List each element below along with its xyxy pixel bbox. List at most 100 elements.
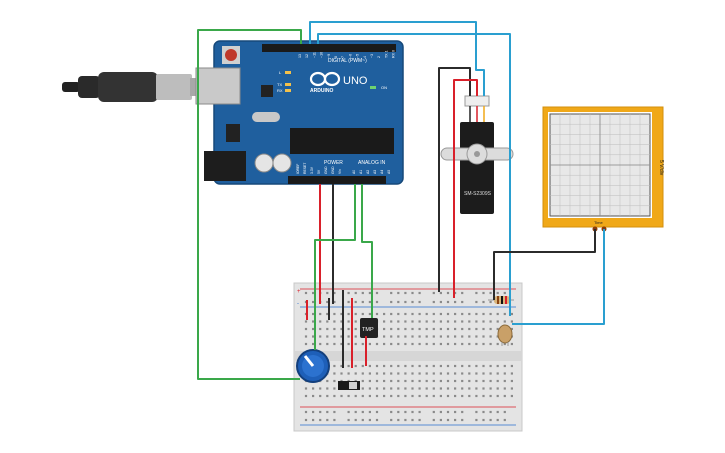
breadboard-hole[interactable] [454,300,457,304]
breadboard-hole[interactable] [503,320,506,323]
breadboard-hole[interactable] [354,291,357,295]
breadboard-hole[interactable] [503,291,506,295]
breadboard-hole[interactable] [432,335,435,338]
breadboard-hole[interactable] [475,291,478,295]
breadboard-hole[interactable] [383,335,386,338]
breadboard-hole[interactable] [411,342,414,346]
breadboard-hole[interactable] [418,342,421,346]
breadboard-hole[interactable] [368,300,371,304]
breadboard-hole[interactable] [496,320,499,323]
breadboard-hole[interactable] [432,320,435,323]
breadboard-hole[interactable] [333,379,336,383]
breadboard-hole[interactable] [333,387,336,390]
breadboard-hole[interactable] [503,418,506,422]
breadboard-hole[interactable] [361,372,364,375]
breadboard-hole[interactable] [510,379,513,383]
breadboard-hole[interactable] [368,342,371,346]
breadboard-hole[interactable] [326,327,329,331]
breadboard-hole[interactable] [475,379,478,383]
breadboard-hole[interactable] [489,300,492,304]
breadboard-hole[interactable] [454,342,457,346]
breadboard-hole[interactable] [390,387,393,390]
breadboard-hole[interactable] [411,364,414,368]
breadboard-hole[interactable] [439,300,442,304]
breadboard-hole[interactable] [347,418,350,422]
breadboard-hole[interactable] [425,312,428,316]
breadboard-hole[interactable] [375,364,379,368]
breadboard-hole[interactable] [347,342,350,346]
breadboard-hole[interactable] [319,312,322,316]
breadboard-hole[interactable] [454,335,457,338]
breadboard-hole[interactable] [482,394,485,398]
breadboard-hole[interactable] [312,335,315,338]
breadboard-hole[interactable] [390,379,393,383]
breadboard-hole[interactable] [354,312,357,316]
breadboard-hole[interactable] [397,372,400,375]
breadboard-hole[interactable] [326,410,329,414]
breadboard-hole[interactable] [475,312,478,316]
breadboard-hole[interactable] [383,327,386,331]
breadboard-hole[interactable] [461,342,464,346]
breadboard-hole[interactable] [503,312,506,316]
resistor[interactable] [488,296,514,304]
breadboard-hole[interactable] [411,335,414,338]
breadboard-hole[interactable] [319,387,322,390]
breadboard-hole[interactable] [340,335,343,338]
breadboard-hole[interactable] [354,372,357,375]
breadboard-hole[interactable] [340,342,343,346]
breadboard-hole[interactable] [425,342,428,346]
breadboard-hole[interactable] [326,312,329,316]
breadboard-hole[interactable] [390,335,393,338]
breadboard-hole[interactable] [489,372,492,375]
breadboard-hole[interactable] [326,418,329,422]
breadboard-hole[interactable] [496,418,499,422]
breadboard-hole[interactable] [439,335,442,338]
breadboard-hole[interactable] [425,364,428,368]
breadboard-hole[interactable] [418,418,421,422]
breadboard-hole[interactable] [432,327,435,331]
breadboard-hole[interactable] [468,312,471,316]
breadboard-hole[interactable] [404,300,407,304]
breadboard-hole[interactable] [468,394,471,398]
breadboard-hole[interactable] [354,394,357,398]
breadboard-hole[interactable] [482,372,485,375]
breadboard-hole[interactable] [475,335,478,338]
breadboard-hole[interactable] [418,394,421,398]
breadboard-hole[interactable] [468,320,471,323]
breadboard-hole[interactable] [425,372,428,375]
breadboard-hole[interactable] [418,291,421,295]
breadboard-hole[interactable] [503,379,506,383]
potentiometer[interactable] [296,349,330,383]
breadboard-hole[interactable] [446,387,450,390]
breadboard-hole[interactable] [439,342,442,346]
breadboard-hole[interactable] [368,312,371,316]
breadboard-hole[interactable] [333,335,336,338]
breadboard-hole[interactable] [439,364,442,368]
breadboard-hole[interactable] [375,410,379,414]
breadboard-hole[interactable] [482,300,485,304]
breadboard-hole[interactable] [446,335,450,338]
breadboard-hole[interactable] [418,320,421,323]
breadboard-hole[interactable] [390,364,393,368]
breadboard-hole[interactable] [312,410,315,414]
breadboard-hole[interactable] [361,312,364,316]
breadboard-hole[interactable] [446,410,450,414]
breadboard-hole[interactable] [312,327,315,331]
breadboard-hole[interactable] [390,342,393,346]
breadboard-hole[interactable] [304,394,308,398]
potentiometer-knob[interactable] [303,355,315,367]
breadboard-hole[interactable] [361,394,364,398]
breadboard-hole[interactable] [333,418,336,422]
breadboard-hole[interactable] [333,410,336,414]
breadboard-hole[interactable] [482,291,485,295]
breadboard-hole[interactable] [454,418,457,422]
breadboard-hole[interactable] [446,418,450,422]
breadboard-hole[interactable] [432,410,435,414]
breadboard-hole[interactable] [347,410,350,414]
breadboard-hole[interactable] [461,327,464,331]
breadboard-hole[interactable] [304,410,308,414]
breadboard-hole[interactable] [383,320,386,323]
breadboard-hole[interactable] [496,372,499,375]
breadboard-hole[interactable] [404,372,407,375]
breadboard-hole[interactable] [312,387,315,390]
